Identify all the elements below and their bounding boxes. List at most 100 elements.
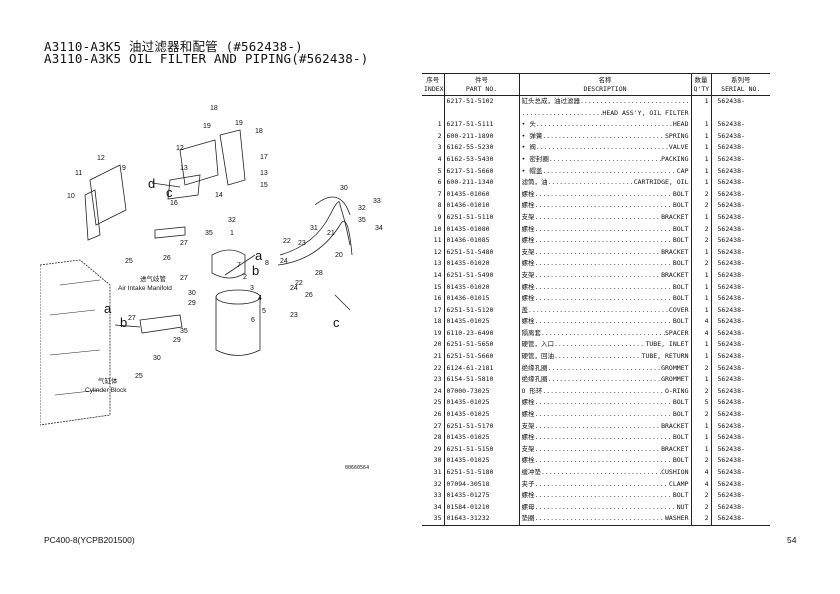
- return-tube-shape: [277, 220, 353, 266]
- row-description: • 头HEAD: [518, 119, 691, 131]
- callout-19: 19: [203, 123, 211, 130]
- leader-dots: [535, 247, 662, 259]
- row-part-no: 6217-51-5660: [443, 165, 519, 178]
- row-index: 12: [433, 247, 442, 256]
- row-serial: 562438-: [710, 235, 770, 247]
- row-description: 螺栓BOLT: [518, 235, 691, 247]
- row-part-no: 6162-55-5230: [443, 142, 519, 154]
- row-description: 滤筒，油CARTRIDGE, OIL: [518, 177, 691, 189]
- row-desc-en: BRACKET: [661, 212, 689, 221]
- callout-26: 26: [163, 255, 171, 262]
- row-desc-cn: 盖: [521, 305, 529, 314]
- row-desc-en: SPRING: [665, 131, 689, 140]
- row-qty: 2: [690, 455, 711, 467]
- row-desc-cn: 螺栓: [521, 236, 535, 245]
- row-serial: 562438-: [710, 513, 770, 526]
- row-desc-en: TUBE, RETURN: [641, 352, 689, 361]
- row-desc-cn: 隔离套: [521, 328, 542, 337]
- row-qty: 2: [690, 362, 711, 375]
- row-desc-en: GROMMET: [661, 363, 689, 372]
- row-serial: 562438-: [710, 420, 770, 433]
- row-serial: 562438-: [710, 327, 770, 340]
- row-part-no: 01584-01210: [443, 501, 519, 514]
- leader-dots: [535, 212, 662, 224]
- row-desc-cn: 缓冲垫: [521, 468, 542, 476]
- row-desc-cn: O 形环: [521, 386, 543, 395]
- callout-20: 20: [335, 252, 343, 259]
- row-qty: 4: [690, 478, 711, 491]
- row-qty: 1: [690, 119, 711, 131]
- callout-4: 4: [258, 295, 262, 302]
- bracket-29-shape: [154, 226, 186, 239]
- row-desc-en: WASHER: [665, 514, 689, 523]
- row-index: 34: [433, 502, 442, 511]
- row-index: 3: [437, 143, 442, 152]
- row-desc-cn: 支架: [521, 270, 535, 279]
- row-description: 螺栓BOLT: [518, 281, 691, 294]
- row-qty: 1: [690, 177, 711, 189]
- row-description: 缓冲垫CUSHION: [518, 467, 691, 479]
- row-part-no: 6251-51-5180: [443, 467, 519, 479]
- row-qty: 1: [690, 281, 711, 294]
- row-serial-blank: [710, 107, 770, 120]
- row-desc-en: BRACKET: [661, 444, 689, 453]
- callout-13b: 13: [260, 170, 268, 177]
- callout-15: 15: [260, 182, 268, 189]
- letter-a: a: [255, 248, 263, 263]
- row-desc-en: NUT: [676, 502, 689, 511]
- bracket-12-shape: [179, 139, 219, 186]
- row-qty: 2: [690, 513, 711, 526]
- row-qty: 2: [690, 200, 711, 212]
- callout-35c: 35: [180, 328, 188, 335]
- leader-dots: [580, 96, 689, 108]
- row-description: 硬管，入口TUBE, INLET: [518, 339, 691, 352]
- row-serial: 562438-: [710, 223, 770, 236]
- callout-26b: 26: [305, 292, 313, 299]
- row-desc-en: BOLT: [672, 201, 689, 210]
- row-desc-cn: 螺栓: [521, 433, 535, 442]
- row-description: 盖COVER: [518, 304, 691, 317]
- leader-dots: [549, 154, 661, 166]
- leader-dots: [535, 224, 673, 236]
- row-part-no: 6251-51-5150: [443, 443, 519, 456]
- row-part-no: 600-211-1890: [443, 130, 519, 143]
- callout-9: 9: [122, 165, 126, 172]
- row-desc-en: BOLT: [672, 433, 689, 442]
- engine-block-shape: [39, 259, 111, 426]
- row-serial: 562438-: [710, 432, 770, 444]
- cartridge-6-shape: [215, 297, 261, 356]
- row-index: 33: [433, 491, 442, 500]
- row-serial: 562438-: [710, 455, 770, 467]
- row-qty: 1: [690, 95, 711, 108]
- row-desc-cn: 螺栓: [521, 317, 535, 326]
- row-serial: 562438-: [710, 165, 770, 178]
- row-index: 4: [437, 154, 442, 163]
- row-serial: 562438-: [710, 304, 770, 317]
- leader-dots: [535, 490, 673, 502]
- leader-dots: [542, 131, 665, 143]
- row-description: 支架BRACKET: [518, 443, 691, 456]
- row-desc-en: HEAD ASS'Y, OIL FILTER: [602, 108, 689, 117]
- row-serial: 562438-: [710, 269, 770, 282]
- row-desc-cn: 滤筒，油: [521, 178, 548, 187]
- row-index: 11: [433, 236, 442, 245]
- callout-7: 7: [237, 262, 241, 269]
- callout-17: 17: [260, 154, 268, 161]
- row-index: 31: [433, 468, 442, 476]
- row-description: 螺栓BOLT: [518, 397, 691, 410]
- row-part-no: 01435-01025: [443, 316, 519, 328]
- callout-30b: 30: [153, 355, 161, 362]
